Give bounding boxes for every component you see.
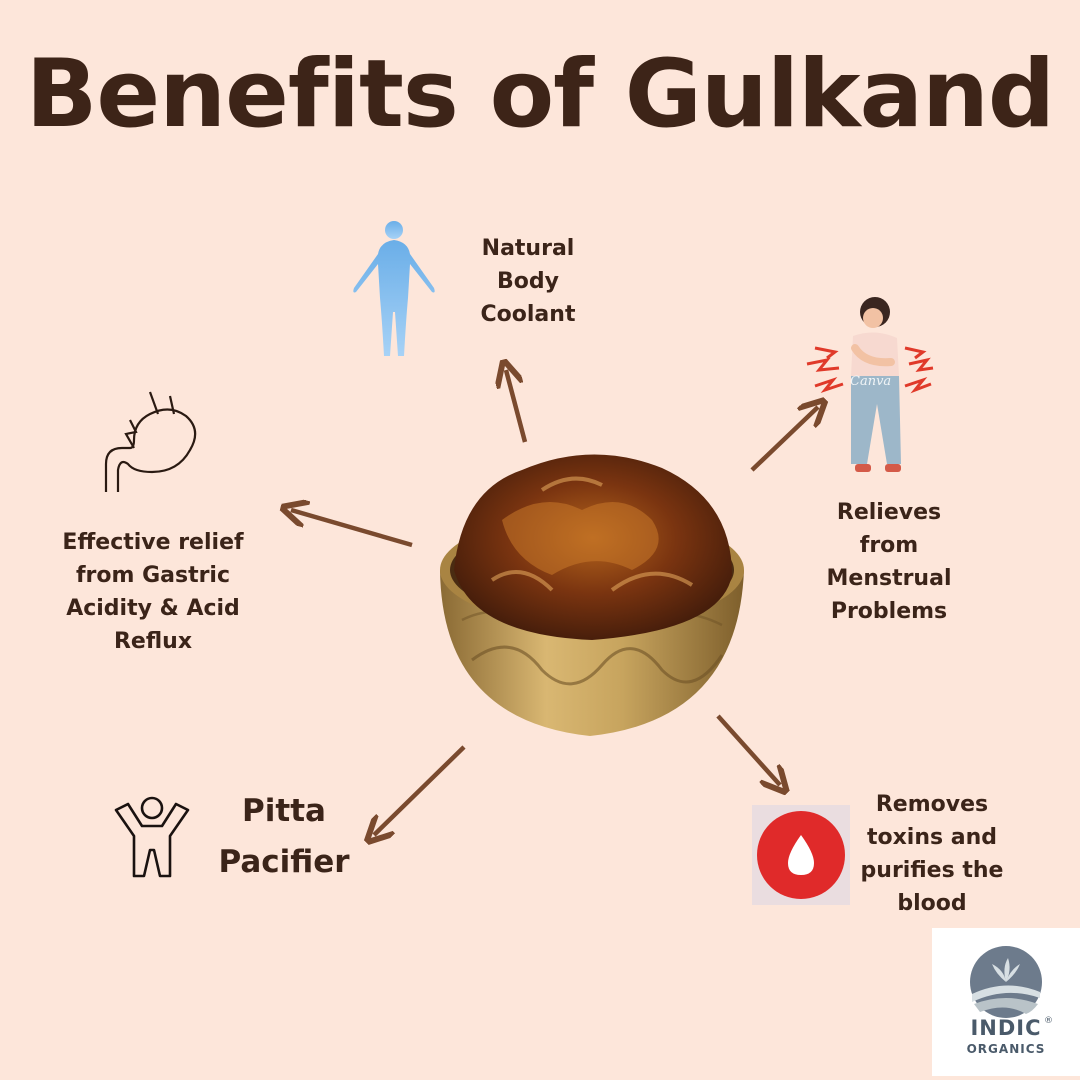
page-title: Benefits of Gulkand [25,40,1055,149]
arrow-to-menstrual [750,407,818,472]
benefit-label-blood: Removes toxins and purifies the blood [860,792,1004,916]
arrow-to-gastric [291,510,413,548]
benefit-label-coolant: Natural Body Coolant [480,236,576,327]
arrow-to-coolant [506,370,528,443]
arrow-to-pitta [374,745,466,835]
person-stretch-icon [114,796,190,878]
brand-registered-mark: ® [1044,1016,1053,1026]
stomach-icon [104,391,197,492]
brand-subname: ORGANICS [966,1042,1046,1056]
benefit-label-gastric: Effective relief from Gastric Acidity & … [62,530,244,654]
brand-logo: INDIC ® ORGANICS [932,928,1080,1076]
benefit-label-menstrual: Relieves from Menstrual Problems [826,500,952,624]
gulkand-bowl-image [440,454,744,736]
leaf-globe-icon [970,946,1042,1018]
human-body-icon [353,221,435,356]
canva-watermark: Canva [850,374,892,389]
woman-cramps-icon [806,297,934,472]
arrow-to-blood [716,714,780,785]
blood-drop-icon [757,811,845,899]
benefit-label-pitta: Pitta Pacifier [218,793,350,881]
brand-name: INDIC [970,1016,1042,1040]
